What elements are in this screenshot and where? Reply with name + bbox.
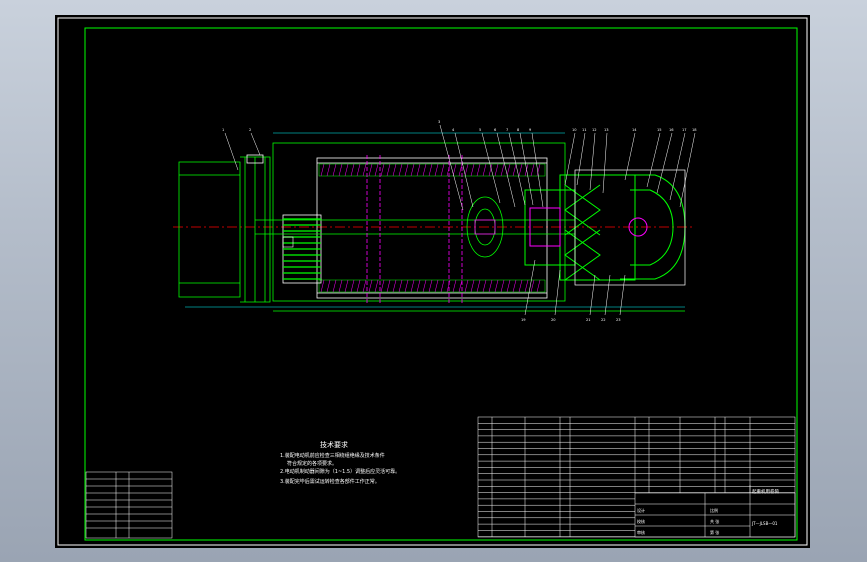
part-number: 13 <box>604 128 609 132</box>
coupling <box>466 196 504 258</box>
drum-section-lines <box>366 155 463 305</box>
part-number: 9 <box>529 128 532 132</box>
part-number: 18 <box>692 128 697 132</box>
part-number: 8 <box>517 128 520 132</box>
part-number: 19 <box>521 318 526 322</box>
inner-border <box>84 27 798 541</box>
part-number: 6 <box>494 128 497 132</box>
part-number: 12 <box>592 128 597 132</box>
end-housing <box>574 169 686 286</box>
drum <box>316 157 548 299</box>
part-number: 22 <box>601 318 606 322</box>
outer-border <box>57 17 808 546</box>
part-number: 23 <box>616 318 621 322</box>
part-numbers: 1 2 3 4 5 6 7 8 9 10 11 12 13 14 15 16 1… <box>222 120 697 322</box>
drum-grooves-top <box>318 163 546 177</box>
part-number: 14 <box>632 128 637 132</box>
part-number: 17 <box>682 128 687 132</box>
part-number: 21 <box>586 318 591 322</box>
brake-coil <box>282 214 322 284</box>
part-number: 1 <box>222 128 224 132</box>
title-label: 第 张 <box>710 529 719 535</box>
motor-cap <box>246 154 264 164</box>
drawing-sheet: 1 2 3 4 5 6 7 8 9 10 11 12 13 14 15 16 1… <box>55 15 810 548</box>
part-number: 15 <box>657 128 662 132</box>
part-number: 16 <box>669 128 674 132</box>
title-label: 审核 <box>637 529 645 535</box>
drum-housing <box>272 142 685 312</box>
leader-lines <box>224 124 696 316</box>
tech-requirement-line: 1.装配电动机前应检查三相绕组绝缘及技术条件 <box>280 452 385 459</box>
parameter-table <box>85 471 173 539</box>
tech-requirement-line: 符合规定的各项要求。 <box>287 460 337 467</box>
drum-grooves-bottom <box>318 279 546 293</box>
title-label: 比例 <box>710 507 718 513</box>
part-number: 11 <box>582 128 587 132</box>
drawing-title: 起重机用卷筒 <box>752 488 779 495</box>
cad-drawing: 1 2 3 4 5 6 7 8 9 10 11 12 13 14 15 16 1… <box>57 17 808 546</box>
tech-requirement-line: 3.装配完毕后需试运转检查各部件工作正常。 <box>280 478 380 485</box>
dimensions <box>185 132 685 308</box>
title-label: 校核 <box>637 518 645 524</box>
drawing-number: JT—JLSB—01 <box>751 521 778 526</box>
tech-requirement-line: 2.电动机制动器间隙为（1~1.5）调整后应灵活可靠。 <box>280 468 400 475</box>
part-number: 20 <box>551 318 556 322</box>
gearbox <box>524 174 636 281</box>
part-number: 10 <box>572 128 577 132</box>
part-number: 4 <box>452 128 455 132</box>
tech-requirements: 技术要求 1.装配电动机前应检查三相绕组绝缘及技术条件 符合规定的各项要求。 2… <box>280 440 400 485</box>
shaft <box>255 219 575 235</box>
tech-requirements-title: 技术要求 <box>320 440 348 449</box>
title-block <box>634 485 796 538</box>
bill-of-materials <box>477 416 796 538</box>
title-label: 共 张 <box>710 518 719 524</box>
title-label: 设计 <box>637 507 645 513</box>
part-number: 5 <box>479 128 481 132</box>
part-number: 2 <box>249 128 251 132</box>
part-number: 3 <box>438 120 440 124</box>
part-number: 7 <box>506 128 508 132</box>
motor <box>178 156 271 303</box>
